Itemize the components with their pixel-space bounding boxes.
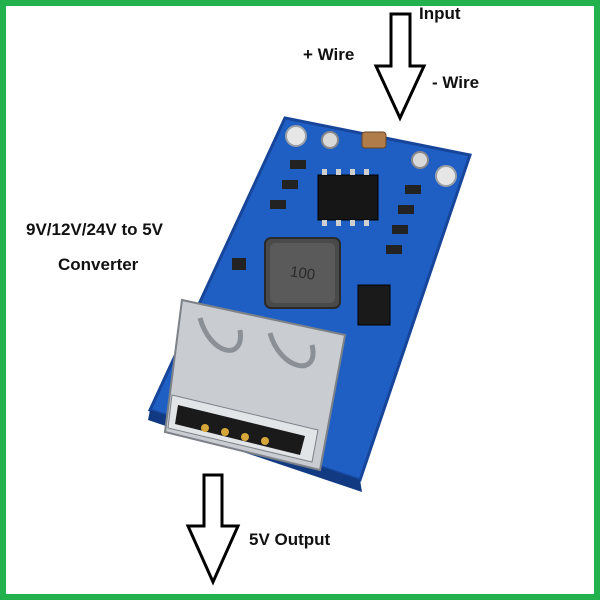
input-pad-plus bbox=[321, 131, 339, 149]
input-capacitor bbox=[361, 131, 387, 149]
smd-6 bbox=[392, 225, 408, 234]
inductor: 100 bbox=[264, 237, 341, 309]
diode bbox=[357, 284, 391, 326]
output-label: 5V Output bbox=[249, 530, 331, 549]
input-arrow-down-icon bbox=[373, 12, 427, 122]
smd-3 bbox=[270, 200, 286, 209]
smd-7 bbox=[386, 245, 402, 254]
output-arrow-down-icon bbox=[185, 473, 241, 586]
plus-wire-label: + Wire bbox=[303, 45, 355, 64]
mount-hole-right bbox=[435, 165, 457, 187]
inductor-marking: 100 bbox=[289, 263, 316, 283]
smd-1 bbox=[290, 160, 306, 169]
smd-2 bbox=[282, 180, 298, 189]
usb-connector bbox=[163, 298, 347, 472]
converter-label-line2: Converter bbox=[58, 255, 139, 274]
smd-8 bbox=[232, 258, 246, 270]
ic-chip bbox=[317, 169, 379, 226]
mount-hole-left bbox=[285, 125, 307, 147]
smd-5 bbox=[398, 205, 414, 214]
input-pad-minus bbox=[411, 151, 429, 169]
smd-4 bbox=[405, 185, 421, 194]
minus-wire-label: - Wire bbox=[432, 73, 480, 92]
converter-label-line1: 9V/12V/24V to 5V bbox=[26, 220, 164, 239]
input-label: Input bbox=[419, 4, 461, 23]
